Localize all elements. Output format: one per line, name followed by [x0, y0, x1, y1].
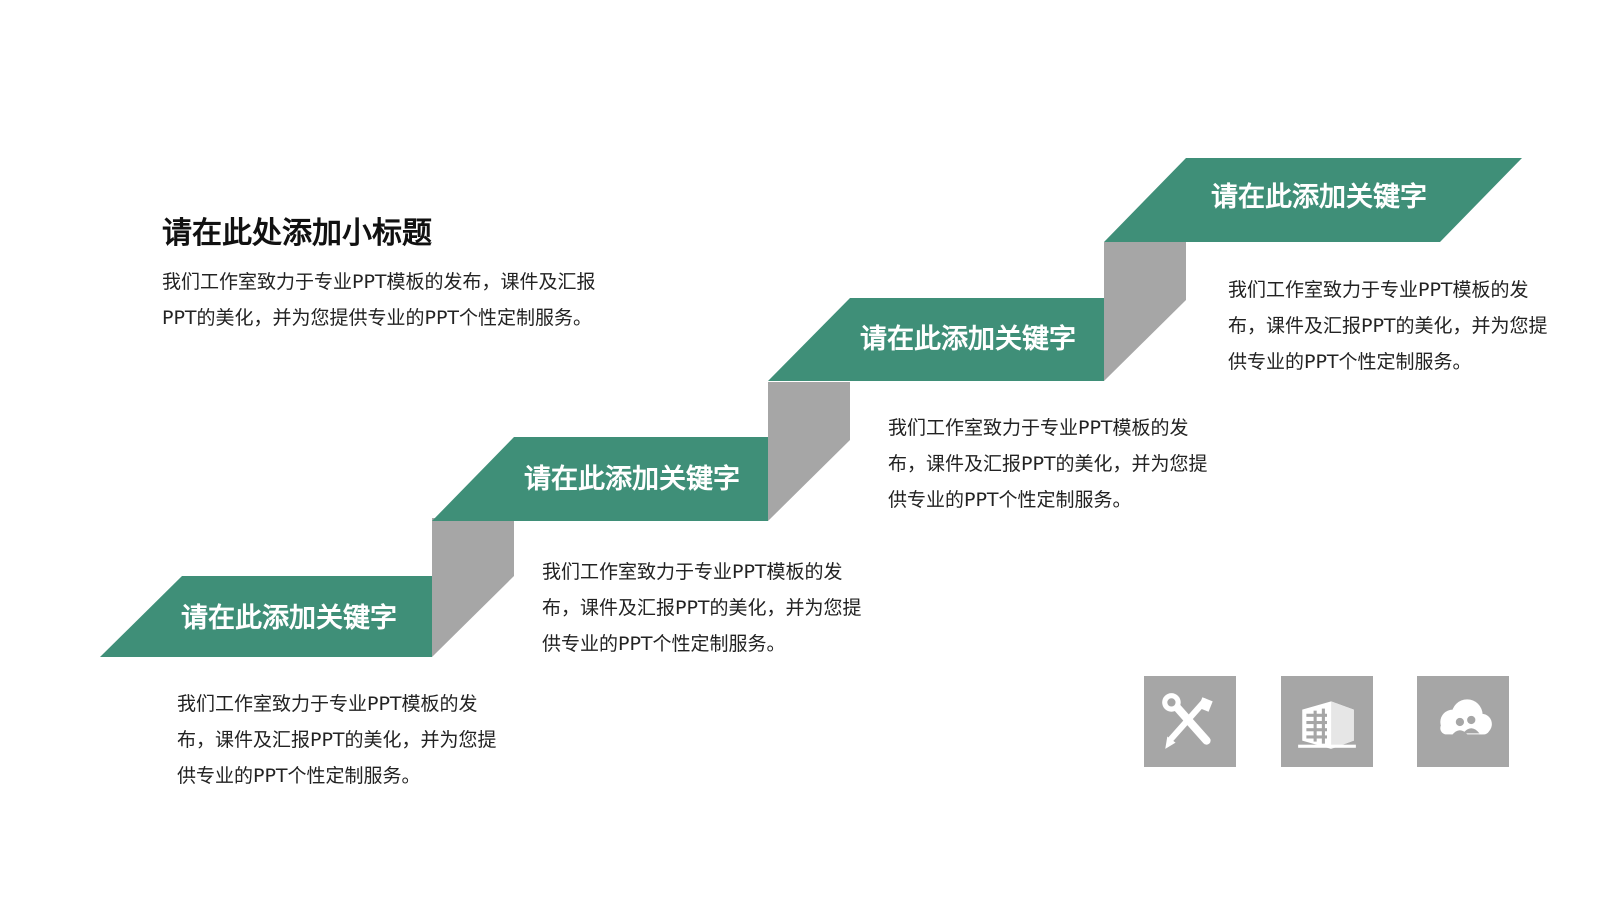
building-tile [1281, 676, 1373, 767]
step-tread-4 [1104, 158, 1522, 242]
step-label-4: 请在此添加关键字 [1211, 182, 1427, 213]
step-description-1: 我们工作室致力于专业PPT模板的发布，课件及汇报PPT的美化，并为您提供专业的P… [177, 693, 497, 787]
tools-icon [1162, 692, 1213, 749]
step-tread-2 [432, 437, 768, 521]
intro-text: 我们工作室致力于专业PPT模板的发布，课件及汇报PPT的美化，并为您提供专业的P… [162, 271, 596, 329]
step-label-1: 请在此添加关键字 [181, 603, 397, 634]
building-icon [1298, 700, 1356, 749]
step-label-2: 请在此添加关键字 [524, 464, 740, 495]
page-subtitle: 请在此处添加小标题 [162, 216, 432, 251]
step-description-3: 我们工作室致力于专业PPT模板的发布，课件及汇报PPT的美化，并为您提供专业的P… [888, 417, 1208, 511]
step-riser-2 [768, 382, 850, 521]
step-riser-1 [432, 518, 514, 657]
step-tread-1 [100, 576, 432, 657]
step-description-4: 我们工作室致力于专业PPT模板的发布，课件及汇报PPT的美化，并为您提供专业的P… [1228, 279, 1548, 373]
step-tread-3 [768, 298, 1104, 381]
step-riser-3 [1104, 242, 1186, 381]
cloud-tile [1417, 676, 1509, 767]
step-label-3: 请在此添加关键字 [860, 324, 1076, 355]
step-description-2: 我们工作室致力于专业PPT模板的发布，课件及汇报PPT的美化，并为您提供专业的P… [542, 561, 862, 655]
cloud-people-icon [1440, 698, 1492, 735]
tools-tile [1144, 676, 1236, 767]
